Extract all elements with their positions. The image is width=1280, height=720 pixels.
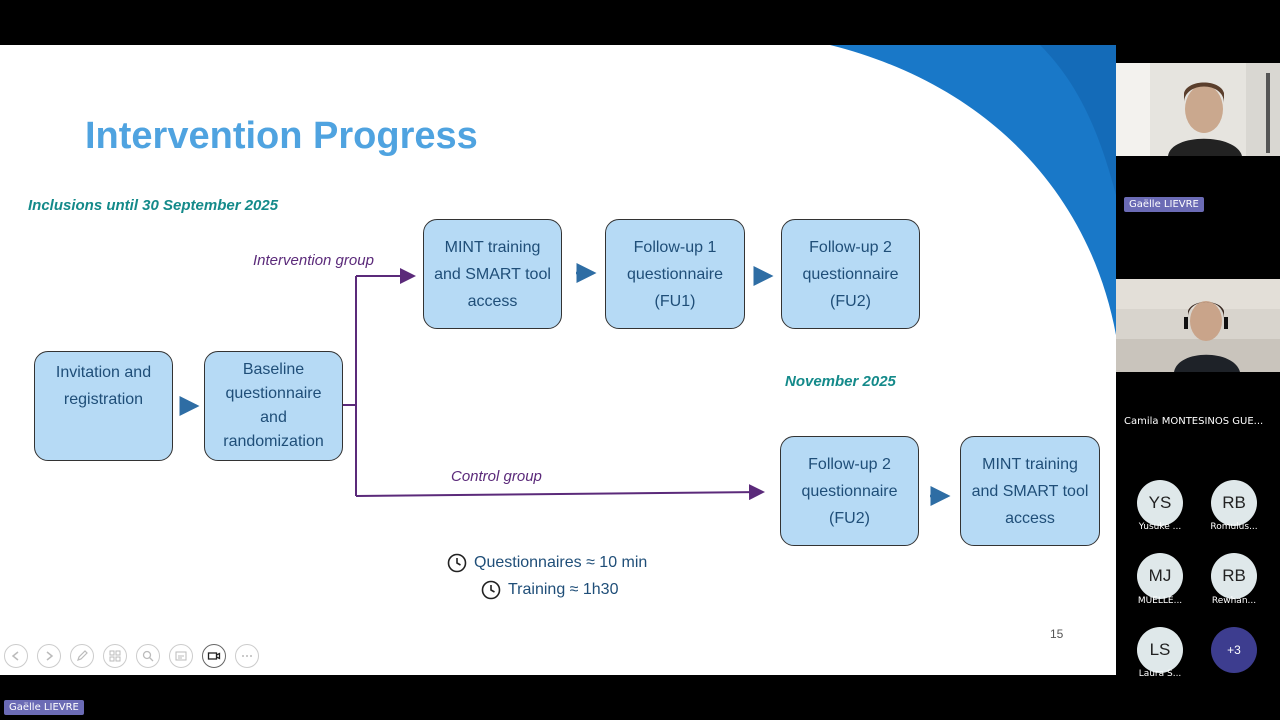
baseline-box-text: Baseline questionnaire and randomization [223,361,324,450]
camera-button[interactable] [202,644,226,668]
presenter-name-badge: Gaëlle LIEVRE [1124,197,1204,212]
pen-tool-button[interactable] [70,644,94,668]
participant-name-label: Camila MONTESINOS GUE... [1124,416,1264,427]
november-date-label: November 2025 [785,373,896,390]
more-options-button[interactable] [235,644,259,668]
slide-controls-bar [4,644,259,668]
control-group-label: Control group [451,468,542,485]
slide-page-number: 15 [1050,627,1064,641]
fu2-top-box-text: Follow-up 2 questionnaire (FU2) [802,238,899,310]
invitation-box-text: Invitation and registration [55,364,152,408]
subtitles-icon [175,651,187,661]
inclusions-date-label: Inclusions until 30 September 2025 [28,197,279,214]
slide-corner-decoration [830,45,1116,335]
presentation-slide: Intervention Progress Inclusions until 3… [0,45,1116,675]
invitation-registration-box: Invitation and registration [34,351,173,461]
training-duration: Training ≈ 1h30 [481,580,618,600]
mint-top-box-text: MINT training and SMART tool access [434,238,551,310]
mint-training-box-control: MINT training and SMART tool access [960,436,1100,546]
baseline-questionnaire-box: Baseline questionnaire and randomization [204,351,343,461]
pen-icon [77,650,88,661]
training-duration-text: Training ≈ 1h30 [508,581,619,598]
participant-video-tile[interactable] [1116,279,1280,372]
participant-avatar-label: Romulus... [1210,522,1258,532]
subtitles-button[interactable] [169,644,193,668]
more-participants-button[interactable]: +3 [1211,627,1257,673]
slides-overview-button[interactable] [103,644,127,668]
participant-avatar-label: Laura S... [1138,669,1182,679]
follow-up-1-box: Follow-up 1 questionnaire (FU1) [605,219,745,329]
participants-sidebar: Gaëlle LIEVRE Camila MONTESINOS GUE... Y… [1116,0,1280,720]
participant-avatar[interactable]: RB [1211,480,1257,526]
fu1-box-text: Follow-up 1 questionnaire (FU1) [626,238,724,310]
zoom-button[interactable] [136,644,160,668]
intervention-group-label: Intervention group [253,252,374,269]
mint-bottom-box-text: MINT training and SMART tool access [971,455,1089,527]
camera-icon [207,652,221,660]
questionnaires-duration: Questionnaires ≈ 10 min [447,553,647,573]
participant-avatar-label: Rewhan... [1211,596,1257,606]
follow-up-2-box-control: Follow-up 2 questionnaire (FU2) [780,436,919,546]
participant-avatar-label: Yusuke ... [1138,522,1182,532]
mint-training-box-intervention: MINT training and SMART tool access [423,219,562,329]
ellipsis-icon [242,655,252,657]
fu2-bottom-box-text: Follow-up 2 questionnaire (FU2) [801,455,898,527]
magnifier-icon [142,650,154,662]
slide-title: Intervention Progress [85,115,478,157]
presenter-video-image [1116,63,1280,156]
participant-avatar[interactable]: YS [1137,480,1183,526]
arrow-left-icon [11,651,19,661]
previous-slide-button[interactable] [4,644,28,668]
questionnaires-duration-text: Questionnaires ≈ 10 min [474,554,648,571]
participant-avatar[interactable]: MJ [1137,553,1183,599]
participant-avatar[interactable]: LS [1137,627,1183,673]
clock-icon [481,580,501,600]
participant-avatar-label: MUELLE... [1137,596,1183,606]
follow-up-2-box-intervention: Follow-up 2 questionnaire (FU2) [781,219,920,329]
arrow-right-icon [46,651,54,661]
presenter-video-tile[interactable] [1116,63,1280,156]
participant-video-image [1116,279,1280,372]
slides-grid-icon [109,650,121,662]
active-speaker-badge: Gaëlle LIEVRE [4,700,84,715]
next-slide-button[interactable] [37,644,61,668]
clock-icon [447,553,467,573]
participant-avatar[interactable]: RB [1211,553,1257,599]
